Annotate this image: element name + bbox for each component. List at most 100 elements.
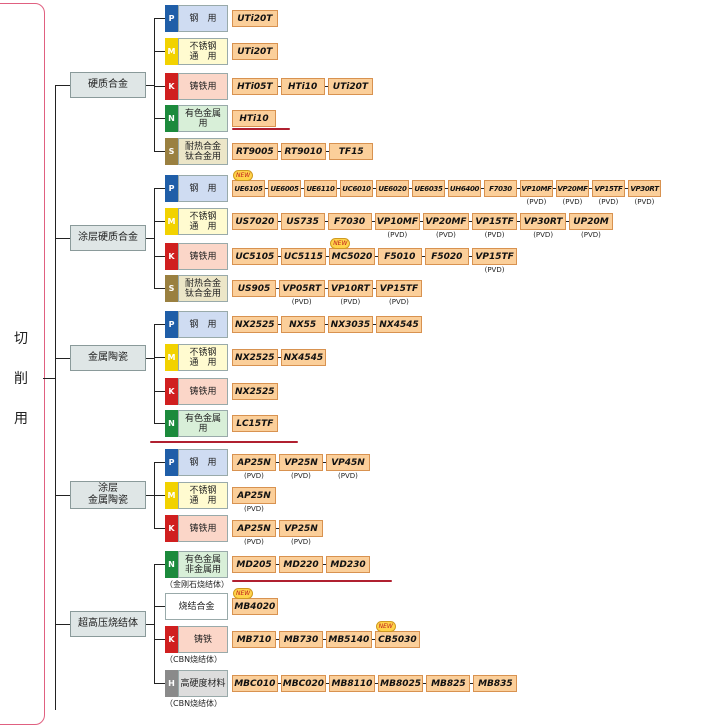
grade-chip: MB4020 bbox=[232, 598, 278, 615]
connector-line bbox=[154, 324, 155, 424]
grade-chip: HTi10 bbox=[232, 110, 276, 127]
root-label-char-2: 削 bbox=[14, 371, 28, 387]
chip-connector bbox=[277, 324, 281, 325]
grade-chip: US905 bbox=[232, 280, 276, 297]
pvd-note: (PVD) bbox=[244, 505, 264, 513]
connector-line bbox=[154, 564, 155, 684]
material-label: 耐热合金钛合金用 bbox=[178, 138, 228, 165]
iso-letter: N bbox=[165, 105, 178, 132]
grade-chip: UH6400 bbox=[448, 180, 481, 197]
grade-chip: VP25N bbox=[279, 454, 323, 471]
grade-chip: NX2525 bbox=[232, 383, 278, 400]
pvd-note: (PVD) bbox=[387, 231, 408, 239]
iso-letter: K bbox=[165, 515, 178, 542]
chip-connector bbox=[276, 462, 279, 463]
chip-connector bbox=[277, 256, 281, 257]
grade-chip: F7030 bbox=[327, 213, 372, 230]
pvd-note: (PVD) bbox=[598, 198, 619, 206]
grade-chip: NX2525 bbox=[232, 316, 278, 333]
grade-chip: UTi20T bbox=[327, 78, 374, 95]
pvd-note: (PVD) bbox=[291, 472, 311, 480]
grade-chip: RT9010 bbox=[280, 143, 327, 160]
grade-chip: F5010 bbox=[377, 248, 422, 265]
red-underline-mark bbox=[232, 580, 392, 582]
root-label-char-3: 用 bbox=[14, 411, 28, 427]
grade-chip: NX2525 bbox=[232, 349, 278, 366]
pvd-note: (PVD) bbox=[244, 472, 264, 480]
grade-chip: HTi05T bbox=[232, 78, 278, 95]
grade-chip: VP20MF bbox=[423, 213, 469, 230]
material-label: 有色金属用 bbox=[178, 410, 228, 437]
grade-chip: MB8025 bbox=[377, 675, 424, 692]
grade-chip: VP25N bbox=[279, 520, 323, 537]
pvd-note: (PVD) bbox=[634, 198, 655, 206]
grade-chip: MB835 bbox=[473, 675, 518, 692]
chip-connector bbox=[371, 639, 375, 640]
grade-chip: VP10MF bbox=[520, 180, 553, 197]
grade-chip: UC5115 bbox=[280, 248, 327, 265]
chip-connector bbox=[323, 564, 326, 565]
category-box: 金属陶瓷 bbox=[70, 345, 146, 371]
material-label: 钢 用 bbox=[178, 175, 228, 202]
grade-chip: UTi20T bbox=[232, 10, 278, 27]
grade-chip: MB825 bbox=[426, 675, 471, 692]
connector-line bbox=[154, 683, 165, 684]
iso-letter: P bbox=[165, 175, 178, 202]
connector-line bbox=[154, 51, 165, 52]
pvd-note: (PVD) bbox=[436, 231, 456, 239]
grade-chip: MC5020 bbox=[329, 248, 375, 265]
grade-chip: CB5030 bbox=[374, 631, 421, 648]
iso-letter: K bbox=[165, 243, 178, 270]
connector-line bbox=[154, 288, 165, 289]
grade-chip: MBC010 bbox=[232, 675, 278, 692]
connector-line bbox=[154, 86, 165, 87]
pvd-note: (PVD) bbox=[533, 231, 554, 239]
chip-connector bbox=[373, 188, 376, 189]
grade-chip: US7020 bbox=[232, 213, 278, 230]
red-underline-mark bbox=[232, 128, 290, 130]
chip-connector bbox=[326, 683, 330, 684]
iso-letter: P bbox=[165, 5, 178, 32]
grade-chip: MB730 bbox=[279, 631, 323, 648]
connector-line bbox=[55, 85, 70, 86]
chip-connector bbox=[326, 151, 330, 152]
chip-connector bbox=[277, 221, 281, 222]
connector-line bbox=[146, 238, 154, 239]
chip-connector bbox=[420, 221, 424, 222]
grade-chip: UTi20T bbox=[232, 43, 278, 60]
grade-chip: VP15TF bbox=[471, 248, 518, 265]
material-label: 不锈钢通 用 bbox=[178, 38, 228, 65]
new-badge: NEW bbox=[330, 238, 351, 249]
grade-chip: MB710 bbox=[232, 631, 276, 648]
grade-chip: MD205 bbox=[232, 556, 276, 573]
grade-chip: HTi10 bbox=[280, 78, 325, 95]
connector-line bbox=[146, 624, 154, 625]
connector-line bbox=[55, 624, 70, 625]
root-label-char-1: 切 bbox=[14, 331, 28, 347]
iso-letter: M bbox=[165, 38, 178, 65]
grade-chip: F5020 bbox=[424, 248, 469, 265]
chip-connector bbox=[468, 256, 472, 257]
connector-line bbox=[154, 221, 165, 222]
chip-connector bbox=[324, 324, 328, 325]
grade-chip: AP25N bbox=[232, 487, 276, 504]
iso-letter: K bbox=[165, 73, 178, 100]
pvd-note: (PVD) bbox=[484, 266, 505, 274]
connector-line bbox=[154, 639, 165, 640]
iso-letter: M bbox=[165, 208, 178, 235]
chip-connector bbox=[337, 188, 340, 189]
connector-line bbox=[154, 423, 165, 424]
iso-letter: K bbox=[165, 378, 178, 405]
material-label: 不锈钢通 用 bbox=[178, 482, 228, 509]
connector-line bbox=[154, 324, 165, 325]
connector-line bbox=[154, 606, 165, 607]
connector-line bbox=[154, 256, 165, 257]
material-label: 耐热合金钛合金用 bbox=[178, 275, 228, 302]
pvd-note: (PVD) bbox=[340, 298, 361, 306]
grade-chip: NX4545 bbox=[280, 349, 327, 366]
chip-connector bbox=[324, 221, 328, 222]
grade-chip: AP25N bbox=[232, 454, 276, 471]
grade-chip: NX4545 bbox=[376, 316, 422, 333]
grade-chip: MB8110 bbox=[329, 675, 375, 692]
connector-line bbox=[146, 358, 154, 359]
